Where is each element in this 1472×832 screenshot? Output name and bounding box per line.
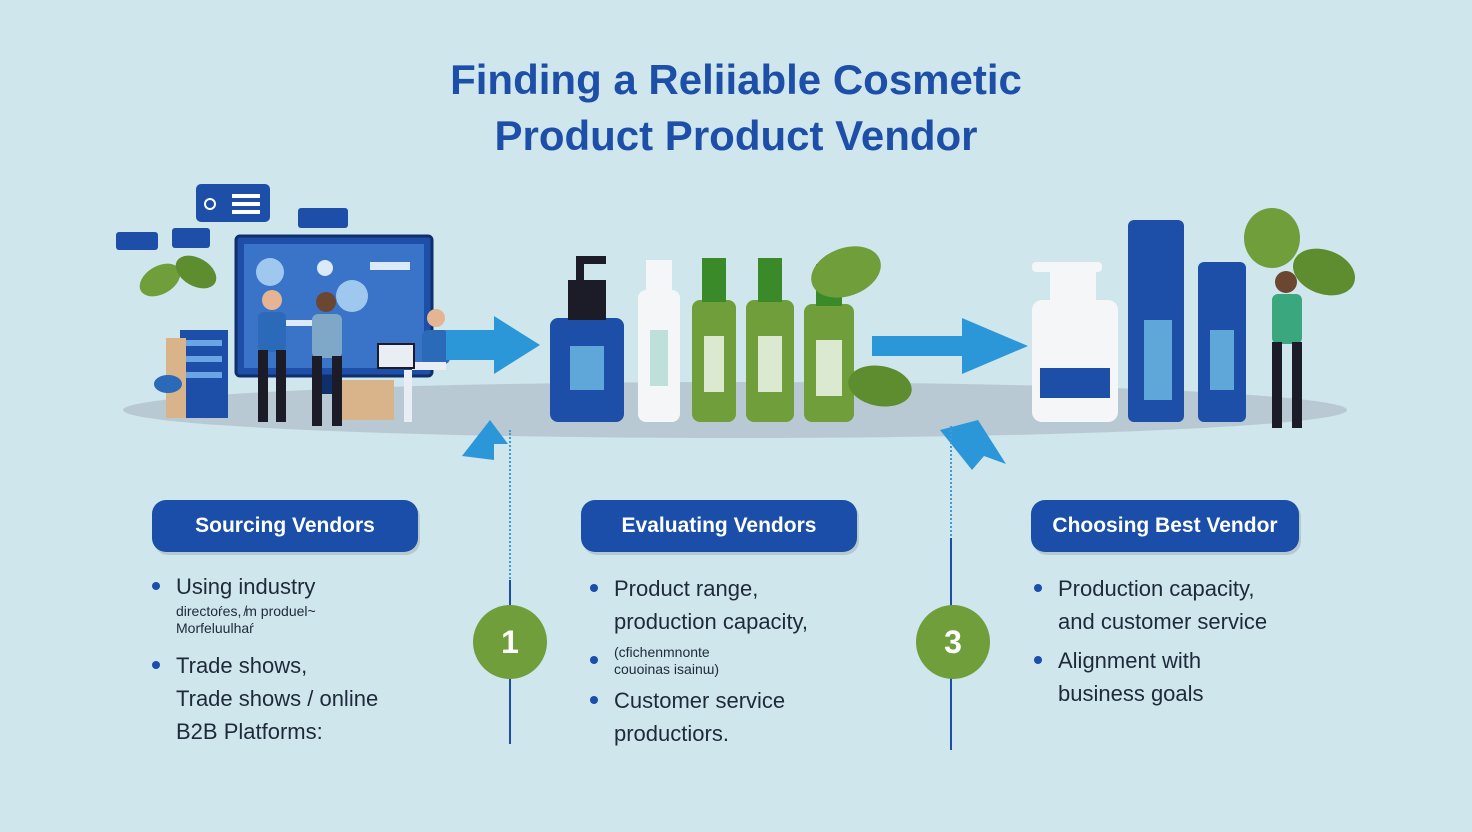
arrow-right-icon	[872, 318, 1028, 374]
arrow-up-icon	[462, 420, 508, 460]
bullet-text: Customer service	[614, 688, 786, 713]
plant-leaf	[139, 263, 181, 297]
title-line-2: Product Product Vendor	[494, 112, 978, 159]
person-icon	[258, 290, 286, 422]
list-item: Product range, production capacity,	[590, 572, 910, 638]
step-badge-evaluating: Evaluating Vendors	[581, 500, 857, 552]
chat-bubble-icon	[116, 232, 158, 250]
arrow-right-icon	[446, 316, 540, 374]
product-bottles	[550, 246, 912, 422]
chosen-products	[1032, 208, 1355, 428]
list-item: Trade shows, Trade shows / online B2B Pl…	[152, 649, 462, 748]
bullet-text: Alignment with	[1058, 648, 1202, 673]
bullet-text: Product range,	[614, 576, 759, 601]
arrow-up-icon	[940, 420, 1006, 470]
person-icon	[312, 292, 342, 426]
list-item: Using industry directoŕes, ̸m produel~ M…	[152, 570, 462, 637]
bullet-text: production capacity,	[614, 609, 809, 634]
dotted-connector	[509, 430, 511, 590]
bullet-text: productiors.	[614, 721, 729, 746]
bullet-subtext: Morfeluulhaŕ	[176, 620, 254, 636]
evaluating-list: Product range, production capacity, (cfi…	[590, 572, 910, 756]
list-item: Customer service productiors.	[590, 684, 910, 750]
person-icon	[404, 309, 450, 422]
bottle	[1032, 300, 1118, 422]
monitor-scene	[116, 184, 450, 426]
bullet-text: Using industry	[176, 574, 316, 599]
page-title: Finding a Reliiable Cosmetic Product Pro…	[0, 52, 1472, 164]
plant-leaf	[1244, 208, 1300, 268]
laptop	[377, 343, 415, 369]
chat-bubble-icon	[298, 208, 348, 228]
bullet-text: Trade shows / online	[176, 686, 379, 711]
list-item: (cfichenmnonte couoinas isainɯ)	[590, 644, 910, 678]
chat-bubble-icon	[172, 228, 210, 248]
title-line-1: Finding a Reliiable Cosmetic	[450, 56, 1022, 103]
bullet-subtext: couoinas isainɯ)	[614, 661, 720, 677]
person-icon	[1272, 271, 1302, 428]
bullet-text: Production capacity,	[1058, 576, 1255, 601]
plant-leaf	[811, 246, 881, 298]
bullet-text: and customer service	[1058, 609, 1268, 634]
bullet-subtext: directoŕes, ̸m produel~	[176, 603, 316, 619]
choosing-list: Production capacity, and customer servic…	[1034, 572, 1354, 716]
bullet-text: B2B Platforms:	[176, 719, 323, 744]
step-badge-choosing: Choosing Best Vendor	[1031, 500, 1299, 552]
plant-leaf	[175, 255, 217, 289]
plant-leaf	[1293, 248, 1355, 296]
plant-leaf	[154, 375, 182, 393]
sourcing-list: Using industry directoŕes, ̸m produel~ M…	[152, 570, 462, 754]
list-item: Alignment with business goals	[1034, 644, 1354, 710]
list-item: Production capacity, and customer servic…	[1034, 572, 1354, 638]
bullet-subtext: (cfichenmnonte	[614, 644, 710, 660]
bullet-text: Trade shows,	[176, 653, 308, 678]
plant-leaf	[848, 365, 912, 407]
bullet-text: business goals	[1058, 681, 1204, 706]
step-number-1: 1	[473, 605, 547, 679]
box	[340, 380, 394, 420]
step-number-3: 3	[916, 605, 990, 679]
step-badge-sourcing: Sourcing Vendors	[152, 500, 418, 552]
dotted-connector	[950, 426, 952, 536]
